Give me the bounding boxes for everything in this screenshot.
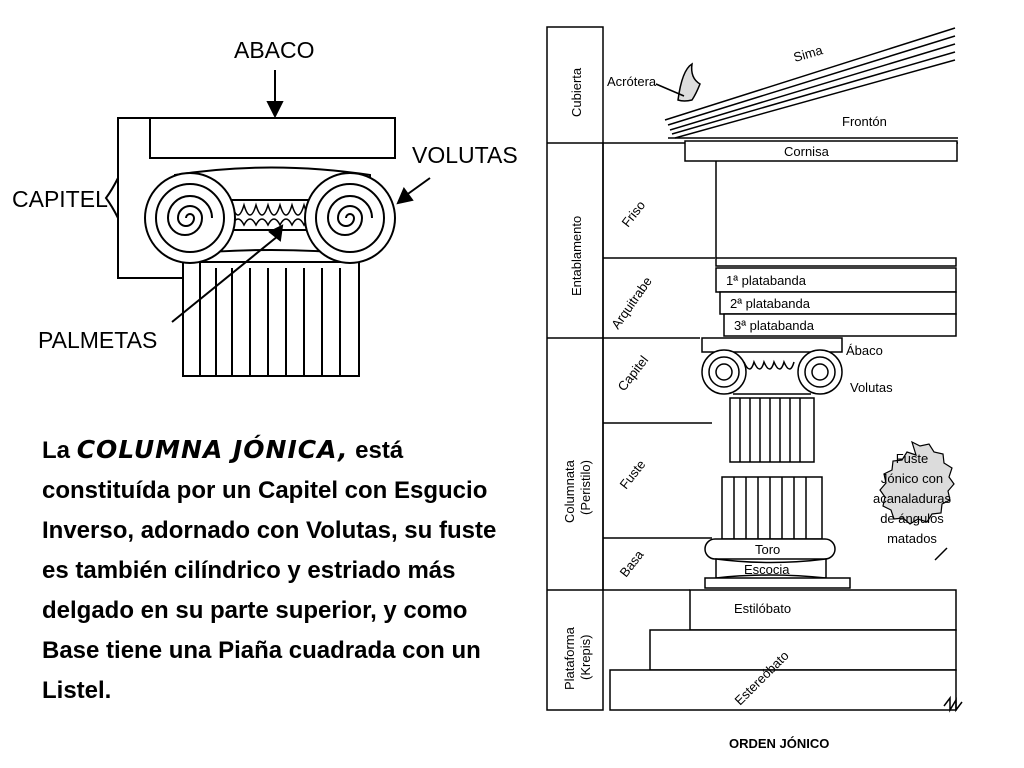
capitel-bracket bbox=[117, 117, 182, 279]
group-peristilo: (Peristilo) bbox=[578, 460, 593, 515]
step-3 bbox=[609, 669, 957, 711]
part-abaco: Ábaco bbox=[846, 343, 883, 358]
part-estilobato: Estilóbato bbox=[734, 601, 791, 616]
order-shaft-lower bbox=[721, 476, 823, 540]
part-fronton: Frontón bbox=[842, 114, 887, 129]
note-line-5: matados bbox=[887, 531, 937, 546]
group-entablamento: Entablamento bbox=[569, 216, 584, 296]
part-platabanda-2: 2ª platabanda bbox=[730, 296, 811, 311]
part-toro: Toro bbox=[755, 542, 780, 557]
part-escocia: Escocia bbox=[744, 562, 790, 577]
group-columnata: Columnata bbox=[562, 459, 577, 523]
note-line-2: Jónico con bbox=[881, 471, 943, 486]
note-line-2-bold: Jónico bbox=[881, 471, 919, 486]
label-volutas: VOLUTAS bbox=[412, 142, 518, 168]
order-title: ORDEN JÓNICO bbox=[729, 736, 829, 751]
sub-arquitrabe: Arquitrabe bbox=[608, 274, 655, 332]
part-platabanda-1: 1ª platabanda bbox=[726, 273, 807, 288]
sub-capitel: Capitel bbox=[615, 353, 652, 394]
paragraph-highlight: COLUMNA JÓNICA, bbox=[76, 435, 349, 464]
group-krepis: (Krepis) bbox=[578, 634, 593, 680]
paragraph-lead: La bbox=[42, 437, 71, 464]
step-2 bbox=[649, 629, 957, 671]
palmetas-arrow bbox=[171, 235, 279, 323]
capital-abacus bbox=[149, 117, 396, 159]
rail-outer bbox=[546, 26, 604, 711]
platabanda-1 bbox=[715, 267, 957, 293]
description-paragraph: La COLUMNA JÓNICA, está constituída por … bbox=[42, 430, 522, 711]
cornice bbox=[684, 140, 958, 162]
group-cubierta: Cubierta bbox=[569, 67, 584, 117]
order-base bbox=[704, 538, 851, 589]
capital-left-volute bbox=[144, 172, 236, 264]
platabanda-3 bbox=[723, 313, 957, 337]
capital-shaft bbox=[182, 261, 360, 377]
note-badge bbox=[879, 440, 955, 525]
sub-fuste: Fuste bbox=[617, 457, 649, 492]
artist-mark bbox=[943, 695, 963, 713]
part-sima: Sima bbox=[792, 42, 825, 65]
label-palmetas: PALMETAS bbox=[38, 327, 157, 353]
volutas-arrow bbox=[404, 177, 431, 197]
order-capital bbox=[701, 337, 843, 395]
part-cornisa: Cornisa bbox=[784, 144, 830, 159]
capital-right-volute bbox=[304, 172, 396, 264]
label-abaco: ABACO bbox=[234, 37, 315, 63]
part-platabanda-3: 3ª platabanda bbox=[734, 318, 815, 333]
acroterion bbox=[677, 62, 701, 102]
paragraph-rest: está constituída por un Capitel con Esgu… bbox=[42, 437, 497, 704]
note-line-3: acanaladuras bbox=[873, 491, 952, 506]
group-plataforma: Plataforma bbox=[562, 626, 577, 690]
pediment bbox=[664, 27, 958, 139]
note-line-4: de ángulos bbox=[880, 511, 944, 526]
part-volutas: Volutas bbox=[850, 380, 893, 395]
order-shaft-upper bbox=[729, 397, 815, 463]
part-acrotera: Acrótera bbox=[607, 74, 657, 89]
label-capitel: CAPITEL bbox=[12, 186, 108, 212]
sub-friso: Friso bbox=[619, 198, 649, 230]
note-line-2-rest: con bbox=[919, 471, 944, 486]
sub-basa: Basa bbox=[617, 547, 648, 580]
note-line-1: Fuste bbox=[896, 451, 929, 466]
step-estilobato bbox=[689, 589, 957, 631]
